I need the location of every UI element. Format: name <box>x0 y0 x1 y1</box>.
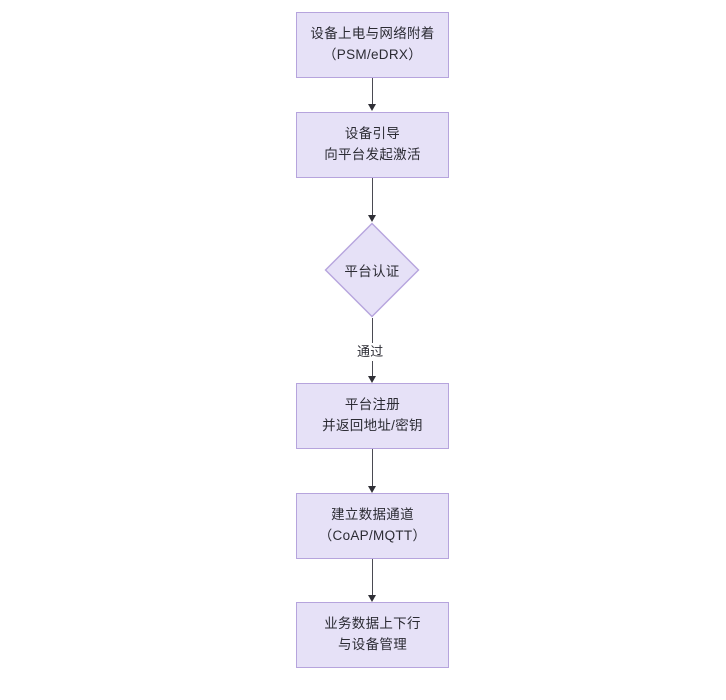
connector-n4-n5 <box>372 449 374 486</box>
flow-node-power-on-line-2: （PSM/eDRX） <box>322 47 423 62</box>
connector-n2-n3 <box>372 178 374 215</box>
flow-node-platform-auth[interactable]: 平台认证 <box>324 222 420 318</box>
flow-node-data-channel[interactable]: 建立数据通道 （CoAP/MQTT） <box>296 493 449 559</box>
arrowhead-n4-n5 <box>368 486 376 493</box>
flow-node-power-on-line-1: 设备上电与网络附着 <box>310 26 435 42</box>
edge-label-pass: 通过 <box>354 343 387 361</box>
flow-node-business-data-line-2: 与设备管理 <box>338 637 407 652</box>
flow-node-platform-auth-label: 平台认证 <box>344 264 400 279</box>
flow-node-business-data-line-1: 业务数据上下行 <box>324 616 421 632</box>
connector-n5-n6 <box>372 559 374 596</box>
flow-node-business-data[interactable]: 业务数据上下行 与设备管理 <box>296 602 449 668</box>
arrowhead-n2-n3 <box>368 215 376 222</box>
connector-n1-n2 <box>372 78 374 105</box>
diamond-shape <box>324 222 420 318</box>
flow-node-data-channel-line-2: （CoAP/MQTT） <box>318 528 427 543</box>
flow-node-platform-register-line-1: 平台注册 <box>344 397 401 413</box>
flow-node-data-channel-line-1: 建立数据通道 <box>331 507 414 523</box>
arrowhead-n5-n6 <box>368 595 376 602</box>
flow-node-device-bootstrap-line-1: 设备引导 <box>344 126 401 142</box>
flow-node-platform-register-line-2: 并返回地址/密钥 <box>322 418 423 433</box>
flow-node-power-on[interactable]: 设备上电与网络附着 （PSM/eDRX） <box>296 12 449 78</box>
flow-node-device-bootstrap[interactable]: 设备引导 向平台发起激活 <box>296 112 449 178</box>
arrowhead-n1-n2 <box>368 104 376 111</box>
arrowhead-n3-n4 <box>368 376 376 383</box>
flow-node-device-bootstrap-line-2: 向平台发起激活 <box>324 147 421 162</box>
flow-node-platform-register[interactable]: 平台注册 并返回地址/密钥 <box>296 383 449 449</box>
